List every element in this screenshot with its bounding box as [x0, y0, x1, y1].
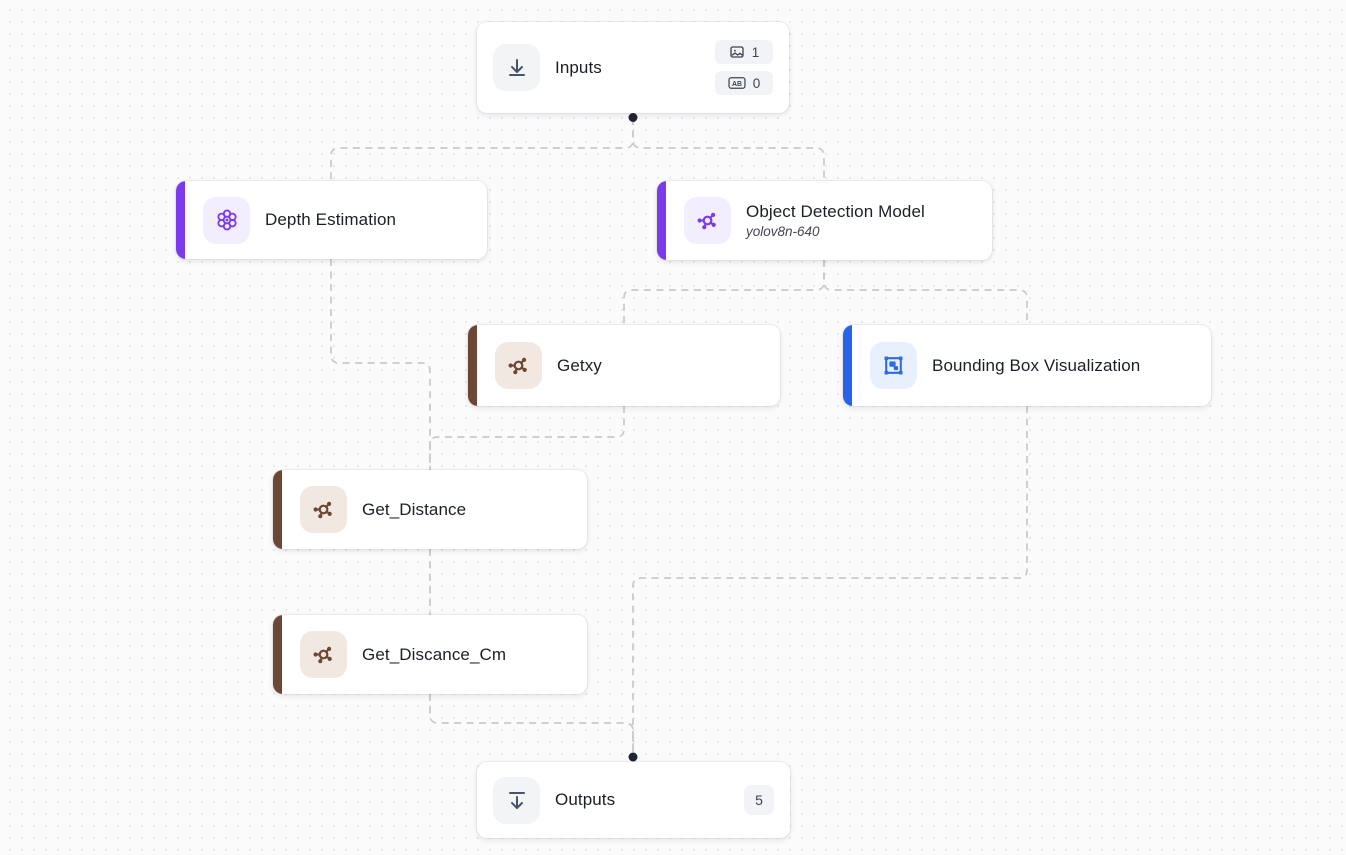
network-icon: [300, 631, 347, 678]
node-bounding-box-visualization[interactable]: Bounding Box Visualization: [843, 325, 1211, 406]
node-title: Bounding Box Visualization: [932, 355, 1141, 375]
image-icon: [729, 44, 745, 60]
accent-bar: [273, 470, 282, 549]
output-arrow-icon: [493, 776, 540, 824]
image-count: 1: [751, 44, 760, 60]
edge-inputs-to-depth-estimation: [330, 118, 634, 181]
text-ab-icon: AB: [728, 76, 746, 90]
outputs-count-badge: 5: [744, 785, 774, 815]
node-get-distance[interactable]: Get_Distance: [273, 470, 587, 549]
inputs-output-handle[interactable]: [628, 113, 638, 122]
edge-inputs-to-object-detection: [632, 118, 825, 181]
node-outputs[interactable]: Outputs 5: [477, 762, 790, 838]
inputs-badges: 1 AB 0: [715, 40, 773, 95]
text-count: 0: [752, 75, 761, 91]
model-atom-icon: [203, 196, 250, 244]
outputs-input-handle[interactable]: [628, 752, 638, 762]
accent-bar: [843, 325, 852, 406]
text-count-badge: AB 0: [715, 71, 773, 95]
node-title: Get_Discance_Cm: [362, 644, 507, 664]
network-icon: [495, 342, 542, 389]
edge-object-detection-to-getxy: [623, 260, 825, 325]
node-title: Outputs: [555, 790, 616, 809]
node-title: Depth Estimation: [265, 210, 397, 229]
node-title: Get_Distance: [362, 499, 467, 519]
node-getxy[interactable]: Getxy: [468, 325, 780, 406]
download-icon: [493, 44, 540, 91]
network-icon: [300, 486, 347, 533]
node-title: Inputs: [555, 57, 602, 77]
edge-depth-estimation-to-get-distance: [330, 259, 431, 470]
node-title: Object Detection Model: [746, 202, 925, 221]
edge-object-detection-to-bbox-visualization: [823, 260, 1028, 325]
node-get-discance-cm[interactable]: Get_Discance_Cm: [273, 615, 587, 694]
node-title: Getxy: [557, 355, 602, 375]
accent-bar: [176, 181, 185, 259]
edge-getxy-to-get-distance: [429, 406, 625, 470]
node-subtitle: yolov8n-640: [746, 224, 820, 239]
node-inputs[interactable]: Inputs 1 AB 0: [477, 22, 789, 113]
edge-get-discance-cm-to-outputs: [429, 694, 634, 752]
accent-bar: [657, 181, 666, 260]
node-object-detection-model[interactable]: Object Detection Model yolov8n-640: [657, 181, 992, 260]
accent-bar: [273, 615, 282, 694]
accent-bar: [468, 325, 477, 406]
network-icon: [684, 197, 731, 244]
node-depth-estimation[interactable]: Depth Estimation: [176, 181, 487, 259]
bounding-box-icon: [870, 342, 917, 389]
svg-text:AB: AB: [732, 81, 742, 88]
edge-bbox-visualization-to-outputs: [632, 406, 1028, 752]
outputs-count: 5: [755, 792, 763, 808]
image-count-badge: 1: [715, 40, 773, 64]
